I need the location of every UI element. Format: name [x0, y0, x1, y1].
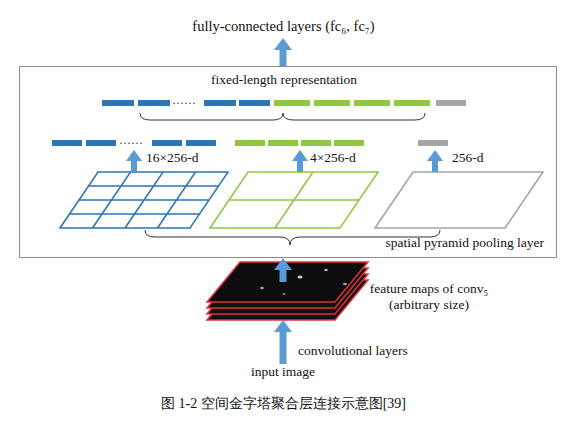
activation-speck [283, 293, 286, 295]
node-label: fixed-length representation [102, 72, 466, 88]
brace [140, 113, 425, 120]
grid-2x2 [210, 172, 378, 228]
arrow-head [274, 320, 292, 332]
arrow-shaft [280, 49, 287, 66]
bar-segment [239, 100, 270, 106]
ellipsis-mark: …… [172, 94, 196, 106]
fixed-length-bar [102, 100, 466, 106]
pooled-bars [52, 140, 448, 146]
ellipsis-mark: …… [119, 134, 143, 146]
output-stage: fully-connected layers (fc₆, fc₇) [150, 18, 417, 38]
flow-arrow [274, 320, 292, 364]
arrow-shaft [131, 160, 137, 172]
bar-segment [186, 140, 216, 146]
spp-layer-box: spatial pyramid pooling layer fixed-lengt… [19, 66, 557, 258]
bar-segment [86, 140, 116, 146]
bar-segment [334, 140, 364, 146]
bar-segment [314, 100, 350, 106]
activation-speck [324, 269, 328, 271]
bar-segment [301, 140, 331, 146]
bar-segment [204, 100, 236, 106]
flow-arrow [274, 38, 292, 66]
figure-caption: 图 1-2 空间金字塔聚合层连接示意图[39] [0, 396, 567, 412]
bar-segment [235, 140, 265, 146]
arrow-head [292, 150, 308, 161]
arrow-head [274, 38, 292, 50]
input-stage: input image [233, 364, 333, 381]
arrow-head [427, 150, 443, 161]
node-label: feature maps of conv₅ (arbitrary size) [359, 281, 499, 312]
arrow-head [126, 150, 142, 161]
grid-1x1 [375, 172, 543, 228]
bar-segment [394, 100, 430, 106]
flow-arrow [274, 258, 292, 282]
bar-segment [268, 140, 298, 146]
arrow-shaft [297, 160, 303, 172]
pooled-vector: 256-d [418, 139, 448, 147]
feature-maps: feature maps of conv₅ (arbitrary size) [207, 282, 368, 320]
feature-map [207, 262, 368, 302]
fixed-length-vector: fixed-length representation [102, 99, 466, 107]
feature-map-stack [207, 262, 368, 320]
node-label: 4×256-d [310, 150, 356, 166]
activation-speck [343, 283, 347, 285]
node-label: fully-connected layers (fc₆, fc₇) [150, 18, 417, 35]
bar-segment [274, 100, 310, 106]
grid-4x4 [60, 172, 228, 228]
bar-segment [138, 100, 170, 106]
bar-segment [436, 100, 466, 106]
bar-segment [354, 100, 390, 106]
pooling-arrow [427, 150, 443, 172]
pooled-vector: 4×256-d [235, 139, 364, 147]
node-label: spatial pyramid pooling layer [385, 235, 544, 251]
edge-label: convolutional layers [298, 343, 408, 359]
arrow-shaft [280, 269, 287, 282]
pooling-arrow [292, 150, 308, 172]
node-label: 256-d [452, 150, 484, 166]
bar-segment [102, 100, 134, 106]
arrow-shaft [432, 160, 438, 172]
activation-speck [298, 276, 303, 279]
arrow-head [274, 258, 292, 270]
bar-segment [418, 140, 448, 146]
arrow-shaft [280, 331, 287, 364]
bar-segment [52, 140, 82, 146]
node-label: input image [233, 364, 333, 380]
node-label: 16×256-d [146, 150, 199, 166]
activation-speck [260, 287, 264, 289]
pooling-arrow [126, 150, 142, 172]
bar-segment [152, 140, 182, 146]
